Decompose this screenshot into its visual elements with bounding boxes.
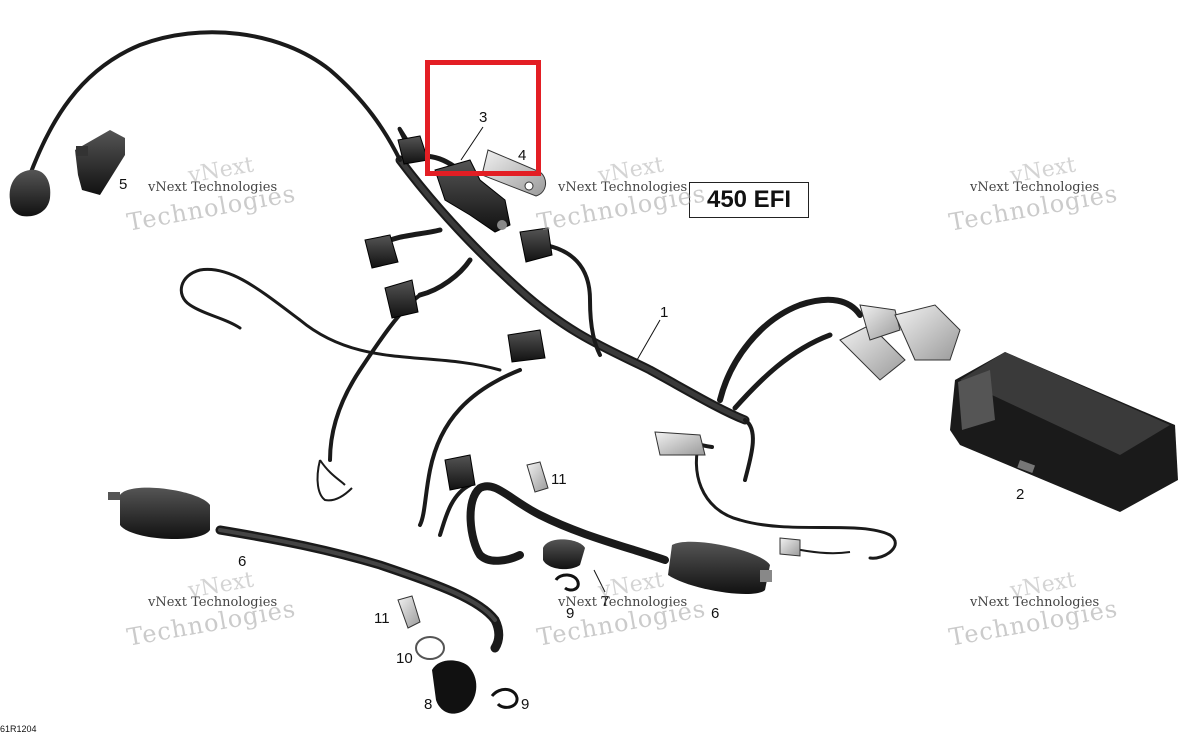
o-ring-part-10 <box>415 636 445 660</box>
callout-5[interactable]: 5 <box>119 176 128 193</box>
callout-11-left[interactable]: 11 <box>374 610 390 627</box>
coil-lead-right <box>466 482 669 565</box>
callout-2[interactable]: 2 <box>1016 486 1025 503</box>
ecu-connectors <box>654 304 961 557</box>
relay-part-3 <box>434 159 511 233</box>
callout-11-right[interactable]: 11 <box>551 471 567 488</box>
callout-7[interactable]: 7 <box>601 593 610 610</box>
ecu-part-2 <box>950 352 1178 512</box>
harness-connectors <box>364 135 553 491</box>
boot-part-8 <box>432 660 477 714</box>
callout-10[interactable]: 10 <box>396 650 413 667</box>
callout-9-top[interactable]: 9 <box>566 605 575 622</box>
callout-3[interactable]: 3 <box>479 109 488 126</box>
callout-9-bottom[interactable]: 9 <box>521 696 530 713</box>
ignition-coil-left <box>108 487 210 540</box>
leader-lines <box>460 126 661 593</box>
drawing-id: 61R1204 <box>0 724 37 734</box>
callout-1[interactable]: 1 <box>660 304 669 321</box>
callout-4[interactable]: 4 <box>518 147 527 164</box>
model-badge: 450 EFI <box>689 182 809 218</box>
highlight-box <box>425 60 541 176</box>
spark-plug-part-11 <box>397 461 549 629</box>
main-harness <box>26 30 897 560</box>
pigtail-wires <box>316 459 851 555</box>
callout-8[interactable]: 8 <box>424 696 433 713</box>
ignition-coil-right <box>668 541 772 595</box>
clamp-part-9 <box>490 573 580 709</box>
callout-6-right[interactable]: 6 <box>711 605 720 622</box>
callout-6-left[interactable]: 6 <box>238 553 247 570</box>
sensor-part-5 <box>9 130 125 217</box>
coil-lead-left <box>215 525 504 653</box>
spark-plug-cap-part-7 <box>543 539 585 570</box>
